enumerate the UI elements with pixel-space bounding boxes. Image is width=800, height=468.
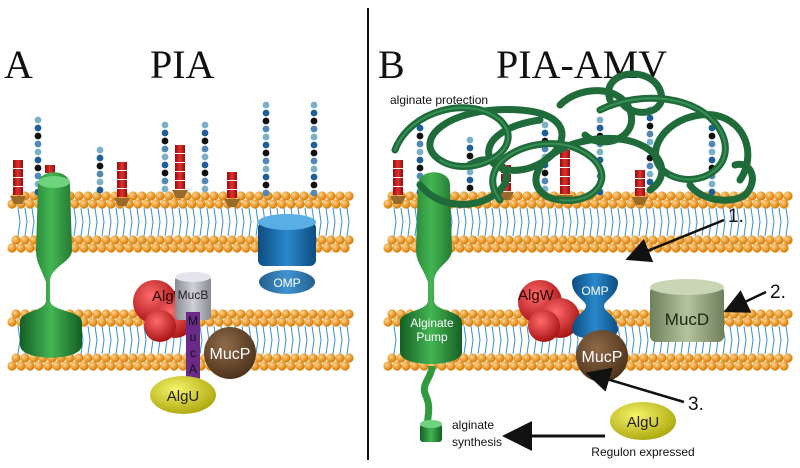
- synthesis-line1: alginate: [452, 418, 494, 432]
- muca-a-letter-3: c: [190, 346, 196, 360]
- callout-2-arrow: [723, 290, 767, 313]
- mucp-b-label: MucP: [582, 349, 623, 366]
- lps-red-b-4: [632, 170, 648, 205]
- muca-a-letter-2: u: [190, 330, 197, 344]
- omp-b-label: OMP: [581, 284, 608, 298]
- synthesis-cylinder: [420, 424, 442, 442]
- algu-a: [150, 376, 216, 414]
- pump-a: [20, 172, 82, 358]
- muca-a-letter-4: A: [189, 362, 197, 376]
- mucp-a: [204, 327, 256, 379]
- mucb-a: [175, 276, 211, 320]
- alginate-protection-label: alginate protection: [390, 93, 488, 107]
- lps-chain-a-2: [96, 146, 104, 194]
- panel-b-title: PIA-AMV: [496, 42, 667, 87]
- alginate-tangle-highlight: [394, 97, 727, 202]
- pump-b: [400, 172, 462, 364]
- mucd-b: [650, 286, 724, 342]
- omp-a-text: OMP: [273, 276, 300, 290]
- panel-b-letter: B: [378, 42, 405, 87]
- pump-b-tail: [420, 365, 436, 427]
- callout-1-arrow: [625, 218, 725, 263]
- lps-chain-a-3: [161, 121, 169, 193]
- pump-b-line2: Pump: [416, 330, 448, 344]
- synthesis-line2: synthesis: [452, 435, 502, 449]
- lps-chains: [10, 101, 716, 207]
- panel-b-proteins: Alginate Pump AlgW OMP MucD MucP AlgU Re…: [400, 172, 724, 459]
- mucb-a-label: MucB: [178, 288, 209, 302]
- panel-a-letter: A: [4, 42, 33, 87]
- muca-a: [186, 312, 200, 382]
- muca-a-letter-1: M: [188, 314, 198, 328]
- lps-red-a-5: [224, 172, 240, 207]
- lps-chain-a-6: [310, 101, 318, 197]
- callout-1: 1.: [728, 206, 744, 227]
- mucp-a-label: MucP: [210, 346, 251, 363]
- lps-chain-b-6: [708, 116, 716, 196]
- lps-red-b-3: [557, 150, 573, 203]
- omp-b: [572, 273, 618, 339]
- panel-a-title: PIA: [150, 42, 215, 87]
- algw-b-label: AlgW: [518, 287, 555, 304]
- lps-red-a-3: [114, 162, 130, 206]
- lps-chain-a-4: [201, 121, 209, 193]
- algu-b: [610, 402, 676, 440]
- lps-red-a-1: [10, 160, 26, 204]
- callout-3-arrow: [585, 367, 685, 404]
- lps-red-b-1: [390, 160, 406, 204]
- pump-b-line1: Alginate: [410, 316, 454, 330]
- regulon-label: Regulon expressed: [591, 445, 694, 459]
- omp-a: [258, 222, 316, 266]
- callout-2: 2.: [770, 282, 786, 303]
- lps-red-a-4: [172, 145, 188, 198]
- lps-chain-a-5: [262, 101, 270, 197]
- callout-3: 3.: [688, 394, 704, 415]
- algu-b-label: AlgU: [627, 414, 660, 431]
- panel-a-proteins: OMP OMP AlgW MucB M u c A MucP AlgU: [20, 172, 316, 414]
- mucd-b-label: MucD: [665, 310, 709, 329]
- algu-a-label: AlgU: [167, 388, 200, 405]
